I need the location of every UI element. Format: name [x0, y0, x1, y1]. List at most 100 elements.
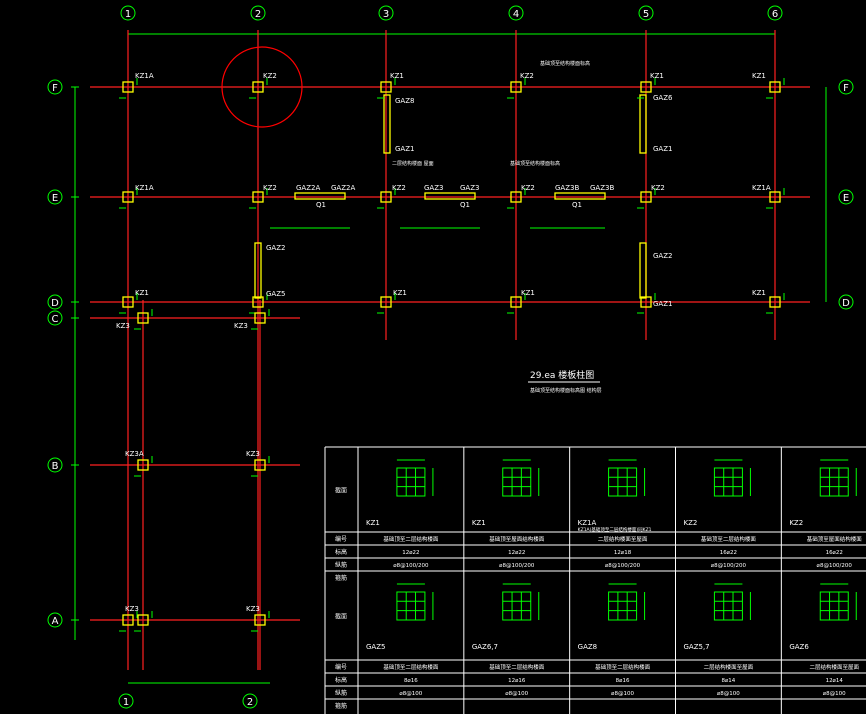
grid-label-bottom: 2 [247, 697, 253, 708]
section-outline [396, 467, 426, 497]
column-symbol [510, 296, 522, 308]
grid-label-right: E [843, 193, 849, 204]
shear-wall [254, 242, 262, 299]
section-outline [608, 591, 638, 621]
table-row-label: 箍筋 [335, 702, 347, 710]
shear-wall [639, 94, 647, 154]
section-bars: 8⌀16 [404, 678, 418, 684]
grid-bubble-right [838, 189, 854, 205]
section-bars: 12⌀16 [508, 678, 526, 684]
wall-tag: GAZ2 [653, 252, 672, 260]
section-name: KZ2 [789, 519, 803, 527]
section-name: KZ1 [472, 519, 486, 527]
section-outline [608, 467, 638, 497]
column-tag: KZ2 [651, 184, 665, 192]
column-tag: KZ1 [393, 289, 407, 297]
column-symbol [254, 459, 266, 471]
grid-label-bottom: 1 [123, 697, 129, 708]
table-row-label: 截面 [335, 487, 347, 495]
table-row-label: 标高 [335, 548, 347, 556]
wall-tag: GAZ2A [331, 184, 355, 192]
column-tag: KZ1 [135, 289, 149, 297]
column-tag: KZ3 [246, 450, 260, 458]
column-symbol [252, 191, 264, 203]
annotation-note: 二层结构楼面 屋面 [392, 160, 434, 167]
grid-label-left: F [52, 83, 58, 94]
column-tag: KZ3 [234, 322, 248, 330]
shear-wall [424, 192, 476, 200]
section-bars: 8⌀16 [616, 678, 630, 684]
section-outline [819, 467, 849, 497]
column-tag: KZ1 [752, 289, 766, 297]
section-bars: 12⌀14 [826, 678, 844, 684]
grid-bubble-right [838, 79, 854, 95]
section-name: KZ2 [684, 519, 698, 527]
column-tag: KZ2 [263, 72, 277, 80]
grid-bubble-top [508, 5, 524, 21]
table-row-label: 编号 [335, 535, 347, 543]
column-symbol [122, 191, 134, 203]
section-level: 二层结构楼面至屋面 [598, 535, 648, 543]
section-level: 基础顶至屋面结构楼面 [807, 535, 863, 543]
beam-tag: Q1 [572, 201, 582, 209]
section-level: 基础顶至二层结构楼面 [489, 663, 545, 671]
section-stirrup: ⌀8@100 [823, 691, 846, 697]
section-outline [396, 591, 426, 621]
beam-tag: Q1 [460, 201, 470, 209]
column-tag: KZ1A [752, 184, 771, 192]
grid-bubble-left [47, 79, 63, 95]
dimension-lines [71, 30, 827, 684]
section-level: 基础顶至二层结构楼面 [383, 535, 439, 543]
grid-label-left: C [52, 314, 59, 325]
table-row-label: 编号 [335, 663, 347, 671]
grid-bubble-top [250, 5, 266, 21]
section-outline [819, 591, 849, 621]
column-symbol [640, 191, 652, 203]
column-tag: KZ1 [752, 72, 766, 80]
grid-label-right: D [842, 298, 850, 309]
section-name: GAZ5,7 [684, 643, 710, 651]
grid-label-left: A [52, 616, 59, 627]
wall-tag: GAZ2A [296, 184, 320, 192]
section-name: GAZ6,7 [472, 643, 498, 651]
annotation-note: 基础顶至结构楼面标高 [510, 160, 560, 167]
section-level: 基础顶至二层结构楼面 [701, 535, 757, 543]
annotation-note: 基础顶至结构楼面标高 [540, 60, 590, 67]
section-outline [502, 467, 532, 497]
section-outline [502, 591, 532, 621]
grid-bubble-left [47, 294, 63, 310]
drawing-title: 29.ea 楼板柱图 [530, 369, 594, 381]
column-tag: KZ3A [125, 450, 144, 458]
drawing-subtitle: 基础顶至结构楼面标高图 结构层 [530, 387, 602, 394]
wall-tag: GAZ3B [555, 184, 579, 192]
column-symbol [640, 296, 652, 308]
grid-label-top: 3 [383, 9, 389, 20]
shear-wall [554, 192, 606, 200]
grid-bubble-top [767, 5, 783, 21]
column-symbol [137, 459, 149, 471]
column-tag: KZ3 [125, 605, 139, 613]
wall-tag: GAZ2 [266, 244, 285, 252]
section-outline [713, 591, 743, 621]
table-row-label: 纵筋 [335, 561, 347, 569]
wall-tag: GAZ8 [395, 97, 414, 105]
column-symbol [137, 614, 149, 626]
column-symbol [510, 191, 522, 203]
column-symbol [252, 81, 264, 93]
section-stirrup: ⌀8@100/200 [499, 563, 535, 569]
column-tag: KZ3 [116, 322, 130, 330]
column-tag: KZ2 [520, 72, 534, 80]
grid-bubble-left [47, 457, 63, 473]
shear-wall-segments [254, 94, 647, 299]
column-symbol [137, 312, 149, 324]
column-symbol [122, 81, 134, 93]
column-symbol [380, 296, 392, 308]
section-stirrup: ⌀8@100/200 [605, 563, 641, 569]
shear-wall [639, 242, 647, 299]
beam-tag: Q1 [316, 201, 326, 209]
section-name: GAZ5 [366, 643, 385, 651]
wall-tag: GAZ3 [460, 184, 479, 192]
